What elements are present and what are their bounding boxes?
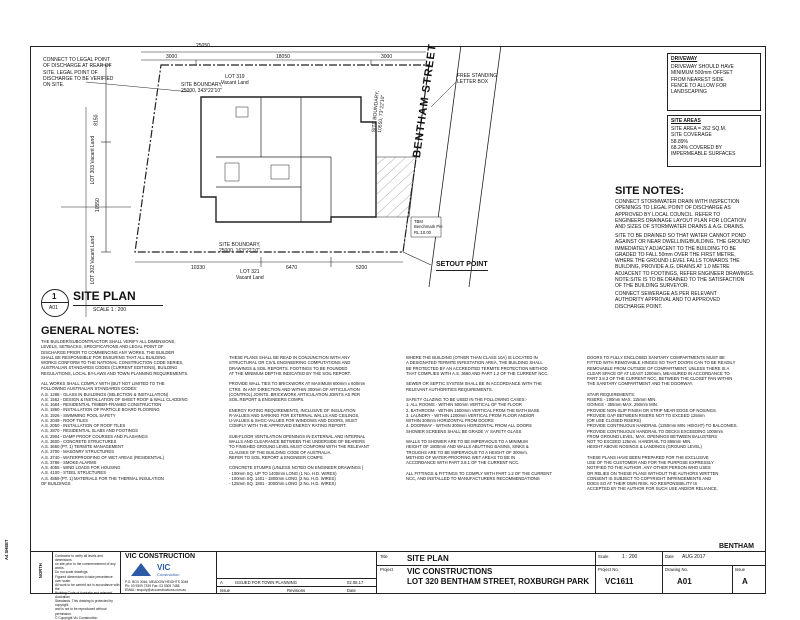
project-cell: Title SITE PLAN Project VIC CONSTRUCTION… [377,552,765,594]
disclaimer-text: Contractor to verify all levels and dime… [55,554,120,620]
dim-top-left: 3000 [166,54,178,60]
letterbox-note: FREE STANDING LETTER BOX [457,73,498,86]
issue-text: ISSUED FOR TOWN PLANNING [235,580,297,585]
general-notes-col1: THE BUILDER/SUBCONTRACTOR SHALL VERIFY A… [41,339,189,486]
north-label: NORTH [37,563,43,579]
site-notes-p2: SITE TO BE DRAINED SO THAT WATER CANNOT … [615,233,755,289]
dim-left-lower: 10550 [94,198,101,213]
site-notes-p3: CONNECT SEWERAGE AS PER RELEVANT AUTHORI… [615,291,721,310]
dim-bottom-left: 10330 [191,265,205,271]
dim-bottom-mid: 6470 [286,265,298,271]
project-no: VC1611 [605,577,634,586]
issue-value: A [742,577,748,586]
date-value: AUG 2017 [682,554,706,560]
tbm-note: TBM Benchmark Pin RL:10.00 [414,219,443,235]
dim-bottom-right: 5200 [356,265,368,271]
site-notes-p1: CONNECT STORMWATER DRAIN WITH INSPECTION… [615,199,746,230]
col-issue: Issue [220,588,231,593]
sheet-side-label: A4 SHEET [4,539,9,560]
site-areas-box: SITE AREAS SITE AREA = 262 SQ.M. SITE CO… [667,115,761,167]
revisions-cell: A ISSUED FOR TOWN PLANNING 02.08.17 Issu… [217,552,377,594]
general-notes-col2: THESE PLANS SHALL BE READ IN CONJUNCTION… [229,355,370,486]
lot-303-label: LOT 303 Vacant Land [90,135,97,185]
company-address: P.O. BOX 3046, MEADOW HEIGHTS 3048 Ph: 0… [125,580,189,593]
col-revisions: Revisions [287,588,306,593]
title-label: Title [380,554,388,559]
drawing-no-label: Drawing No. [665,567,689,572]
driveway-box: DRIVEWAY DRIVEWAY SHOULD HAVE MINIMUM 50… [667,53,761,111]
scale-value: 1 : 200 [622,554,638,560]
driveway-title: DRIVEWAY [671,56,698,62]
drawing-no: A01 [677,577,692,586]
lot-302-label: LOT 302 Vacant Land [90,235,97,285]
drawing-number: 1 [52,292,57,301]
date-label: Date [665,554,674,559]
disclaimer-cell: Contractor to verify all levels and dime… [53,552,121,620]
drawing-sheet-ref: A01 [49,305,58,311]
project-line2: LOT 320 BENTHAM STREET, ROXBURGH PARK [407,577,590,586]
issue-label: Issue [735,567,746,572]
col-date: Date [347,588,356,593]
general-notes-title: GENERAL NOTES: [41,325,140,337]
boundary-bottom-note: SITE BOUNDARY, 25000, 163°22'10" [219,242,261,255]
north-cell: NORTH [31,552,53,594]
general-notes-col4: DOORS TO FULLY ENCLOSED SANITARY COMPART… [587,355,738,492]
dim-left-upper: 8150 [93,114,100,126]
site-areas-title: SITE AREAS [671,118,701,124]
site-notes-title: SITE NOTES: [615,185,685,197]
site-plan-title: SITE PLAN [73,289,136,303]
scale-label: Scale [598,554,609,559]
bentham-label: BENTHAM [719,543,754,550]
project-label: Project [380,567,394,572]
company-cell: VIC CONSTRUCTION VIC Construction P.O. B… [121,552,217,594]
dim-top-overall: 25050 [196,43,210,49]
company-name: VIC CONSTRUCTION [125,553,195,560]
title-block: NORTH Contractor to verify all levels an… [31,551,765,620]
company-logo-icon [131,563,151,576]
project-line1: VIC CONSTRUCTIONS [407,567,493,576]
dim-top-right: 3000 [381,54,393,60]
project-no-label: Project No. [598,567,619,572]
logo-sub: Construction [157,572,180,577]
logo-text: VIC [157,563,171,572]
setout-point-label: SETOUT POINT [436,261,488,271]
general-notes-col3: WHERE THE BUILDING (OTHER THAN CLASS 10A… [406,355,552,481]
drawing-sheet: 25050 3000 18050 3000 8150 10550 10330 6… [30,43,766,620]
drawing-number-bubble: 1 A01 [41,289,69,317]
legal-point-note: CONNECT TO LEGAL POINT OF DISCHARGE AT R… [43,57,114,88]
site-plan-drawing [61,47,502,317]
site-areas-text: SITE AREA = 262 SQ.M. SITE COVERAGE 58.8… [671,126,736,157]
title-value: SITE PLAN [407,554,449,563]
site-plan-scale: SCALE 1 : 200 [93,307,127,313]
issue-code: A [220,580,223,585]
boundary-top-note: SITE BOUNDARY, 25000, 343°22'10" [181,82,223,95]
title-underline [73,305,163,306]
issue-date: 02.08.17 [347,580,364,585]
dim-top-mid: 18050 [276,54,290,60]
driveway-text: DRIVEWAY SHOULD HAVE MINIMUM 500mm OFFSE… [671,64,734,95]
